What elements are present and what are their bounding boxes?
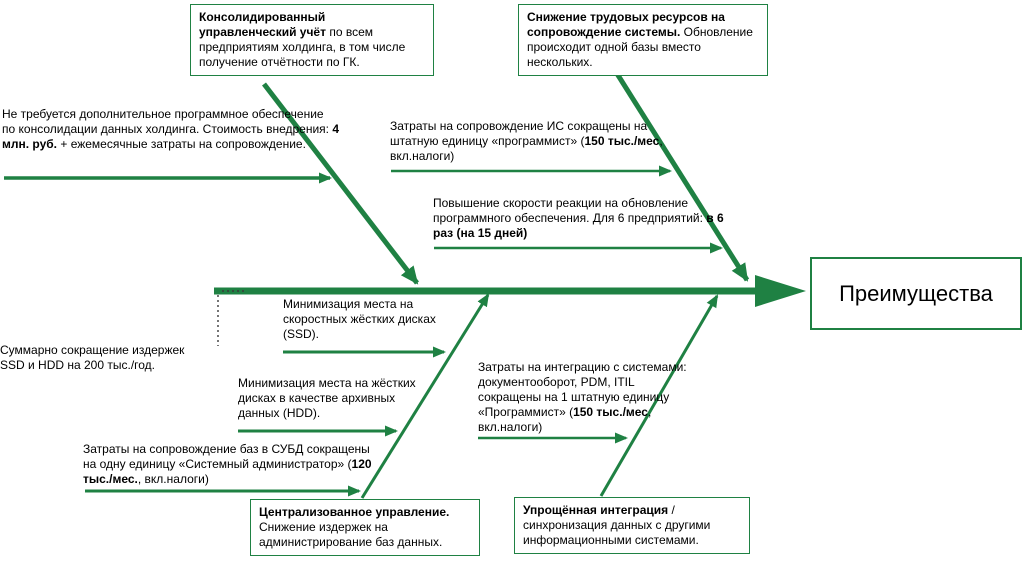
box-labor-reduction: Снижение трудовых ресурсов на сопровожде… — [518, 4, 768, 76]
note-no-software: Не требуется дополнительное программное … — [2, 107, 340, 152]
note-text-pre: Минимизация места на жёстких дисках в ка… — [238, 376, 416, 420]
note-text-pre: Повышение скорости реакции на обновление… — [433, 196, 707, 225]
box-consolidated-accounting: Консолидированный управленческий учёт по… — [190, 4, 434, 76]
branch-arrow-consolidated — [262, 82, 419, 285]
note-hdd: Минимизация места на жёстких дисках в ка… — [238, 376, 424, 421]
branch-arrow-integration — [599, 294, 719, 497]
advantages-label: Преимущества — [839, 280, 993, 306]
note-text-pre: Затраты на сопровождение баз в СУБД сокр… — [83, 442, 370, 471]
note-text-bold: 120 тыс./мес. — [83, 457, 372, 486]
branch-arrow-central — [360, 293, 490, 499]
box-title-bold: Консолидированный управленческий учёт — [199, 10, 326, 39]
note-savings-total: Суммарно сокращение издержек SSD и HDD н… — [0, 343, 212, 373]
box-centralized-management: Централизованное управление. Снижение из… — [250, 499, 480, 556]
note-text-post: , вкл.налоги) — [390, 134, 663, 163]
box-title-bold: Снижение трудовых ресурсов на сопровожде… — [527, 10, 725, 39]
note-integration-costs: Затраты на интеграцию с системами: докум… — [478, 360, 696, 435]
note-text-bold: 150 тыс./мес — [584, 134, 660, 148]
note-text-pre: Затраты на сопровождение ИС сокращены на… — [390, 119, 648, 148]
box-title-bold: Упрощённая интеграция — [523, 503, 669, 517]
note-text-bold: в 6 раз (на 15 дней) — [433, 211, 724, 240]
note-text-post: , вкл.налоги) — [478, 405, 652, 434]
box-text-rest: Обновление происходит одной базы вместо … — [527, 25, 753, 69]
note-reaction-speed: Повышение скорости реакции на обновление… — [433, 196, 738, 241]
note-ssd: Минимизация места на скоростных жёстких … — [283, 297, 459, 342]
note-text-pre: Не требуется дополнительное программное … — [2, 107, 333, 136]
note-text-pre: Минимизация места на скоростных жёстких … — [283, 297, 436, 341]
note-text-pre: Затраты на интеграцию с системами: докум… — [478, 360, 687, 419]
note-text-bold: 4 млн. руб. — [2, 122, 340, 151]
note-text-pre: Суммарно сокращение издержек SSD и HDD н… — [0, 343, 185, 372]
box-text-rest: / синхронизация данных с другими информа… — [523, 503, 711, 547]
note-text-bold: 150 тыс./мес — [573, 405, 648, 419]
spine-arrowhead — [755, 275, 806, 307]
note-text-post: , вкл.налоги) — [137, 472, 209, 486]
box-text-rest: Снижение издержек на администрирование б… — [259, 520, 443, 549]
branch-arrow-labor — [613, 70, 750, 282]
note-is-support: Затраты на сопровождение ИС сокращены на… — [390, 119, 690, 164]
note-dbms: Затраты на сопровождение баз в СУБД сокр… — [83, 442, 379, 487]
box-simplified-integration: Упрощённая интеграция / синхронизация да… — [514, 497, 750, 554]
note-text-post: + ежемесячные затраты на сопровождение. — [57, 137, 306, 151]
box-text-rest: по всем предприятиям холдинга, в том чис… — [199, 25, 406, 69]
advantages-box: Преимущества — [810, 257, 1022, 330]
box-title-bold: Централизованное управление. — [259, 505, 450, 519]
